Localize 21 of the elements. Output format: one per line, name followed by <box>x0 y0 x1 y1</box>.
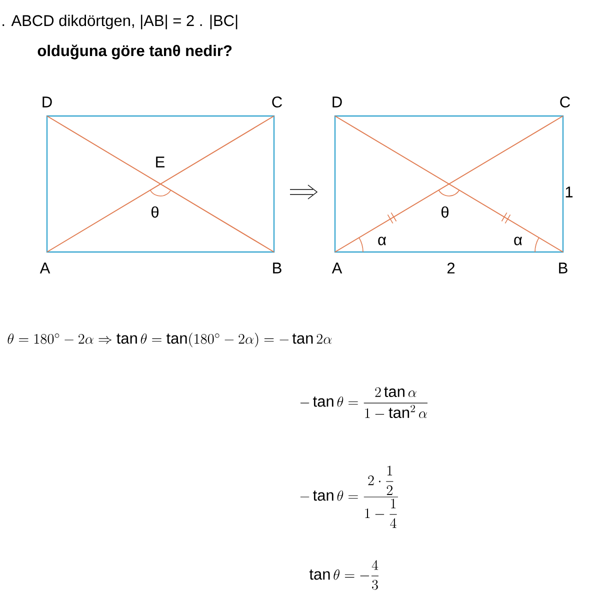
point-label: E <box>156 156 164 168</box>
point-label: C <box>560 96 570 108</box>
point-label: B <box>559 262 568 274</box>
length-label: 2 <box>447 262 455 274</box>
point-label: D <box>42 96 52 108</box>
angle-label: α <box>378 236 386 246</box>
point-label: C <box>272 96 282 108</box>
point-label: D <box>332 96 342 108</box>
point-label: A <box>40 262 50 274</box>
angle-label: θ <box>152 206 158 218</box>
formula: $-\tan\theta = \dfrac{2 \cdot \dfrac{1}{2}}{1 - \dfrac{1}{4}}$ <box>300 466 398 528</box>
formula: $-\tan\theta = \frac{2\tan\alpha}{1 - \tan^{2}\alpha}$ <box>300 386 428 418</box>
formula: $\tan\theta = -\frac{4}{3}$ <box>309 560 379 590</box>
question-text: . ABCD dikdörtgen, |AB| = 2 . |BC| <box>2 14 238 30</box>
angle-label: α <box>514 236 522 246</box>
angle-label: θ <box>441 206 448 218</box>
point-label: A <box>332 262 342 274</box>
question-text: olduğuna göre tanθ nedir? <box>38 44 232 60</box>
formula: $\theta = 180^{\circ} - 2\alpha \Rightarrow \tan\theta = \tan(180^{\circ} - 2\alpha) = -\tan 2\alpha$ <box>8 332 332 348</box>
point-label: B <box>273 262 282 274</box>
length-label: 1 <box>566 186 573 198</box>
